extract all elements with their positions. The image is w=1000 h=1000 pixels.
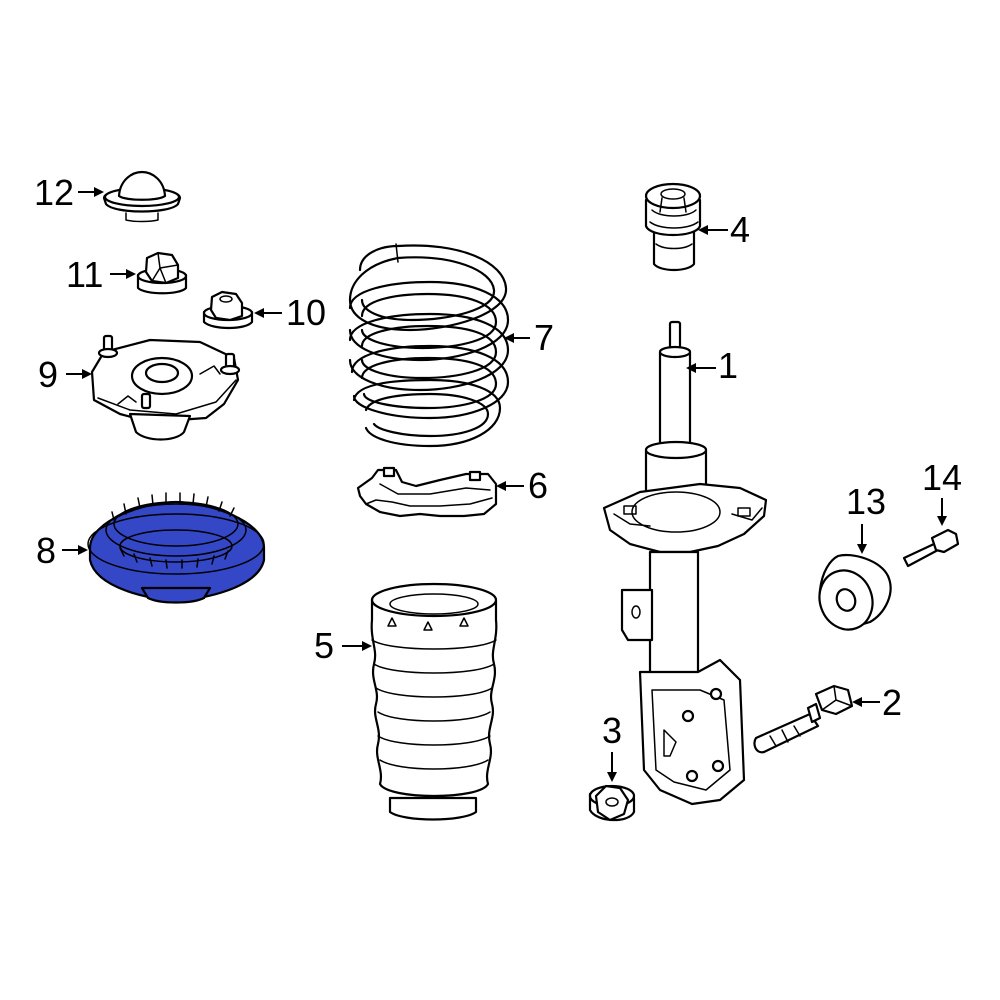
- part-9-upper-mount[interactable]: [90, 334, 241, 441]
- callout-4[interactable]: 4: [730, 209, 750, 250]
- arrowhead-6: [496, 481, 506, 491]
- part-4-bump-stop[interactable]: [644, 182, 702, 272]
- arrowhead-8: [78, 545, 88, 555]
- callout-labels: 1 2 3 4 5 6 7 8 9 10 11 12 13 14: [34, 172, 962, 751]
- callout-14[interactable]: 14: [922, 457, 962, 498]
- arrowhead-2: [852, 697, 862, 707]
- part-11-nut[interactable]: [136, 251, 188, 295]
- part-13-bushing[interactable]: [811, 553, 892, 637]
- callout-10[interactable]: 10: [286, 292, 326, 333]
- part-14-bolt[interactable]: [902, 528, 960, 568]
- arrowhead-12: [94, 187, 104, 197]
- arrowhead-1: [686, 363, 696, 373]
- part-1-strut[interactable]: [602, 320, 768, 806]
- part-12-cap[interactable]: [102, 170, 182, 223]
- callout-8[interactable]: 8: [36, 530, 56, 571]
- callout-3[interactable]: 3: [602, 710, 622, 751]
- callout-2[interactable]: 2: [882, 682, 902, 723]
- part-5-dust-boot[interactable]: [370, 582, 498, 821]
- callout-1[interactable]: 1: [718, 345, 738, 386]
- arrowhead-9: [82, 369, 92, 379]
- arrowhead-14: [937, 516, 947, 526]
- callout-7[interactable]: 7: [534, 317, 554, 358]
- part-8-fill: [140, 586, 212, 604]
- part-10-nut[interactable]: [202, 290, 254, 330]
- part-3-nut[interactable]: [588, 784, 636, 822]
- arrowhead-11: [126, 269, 136, 279]
- part-8-bearing-plate[interactable]: [87, 492, 266, 604]
- callout-13[interactable]: 13: [846, 481, 886, 522]
- arrowhead-5: [362, 641, 372, 651]
- callout-12[interactable]: 12: [34, 172, 74, 213]
- part-7-coil-spring[interactable]: [348, 243, 510, 448]
- arrowhead-7: [504, 333, 514, 343]
- arrowhead-10: [254, 308, 264, 318]
- part-2-bolt[interactable]: [753, 684, 854, 754]
- callout-5[interactable]: 5: [314, 625, 334, 666]
- arrowhead-4: [698, 225, 708, 235]
- arrowhead-13: [857, 544, 867, 554]
- arrowhead-3: [607, 772, 617, 782]
- callout-9[interactable]: 9: [38, 354, 58, 395]
- part-6-spring-isolator[interactable]: [356, 466, 498, 518]
- callout-6[interactable]: 6: [528, 465, 548, 506]
- callout-11[interactable]: 11: [66, 254, 103, 295]
- leader-lines: [62, 187, 947, 782]
